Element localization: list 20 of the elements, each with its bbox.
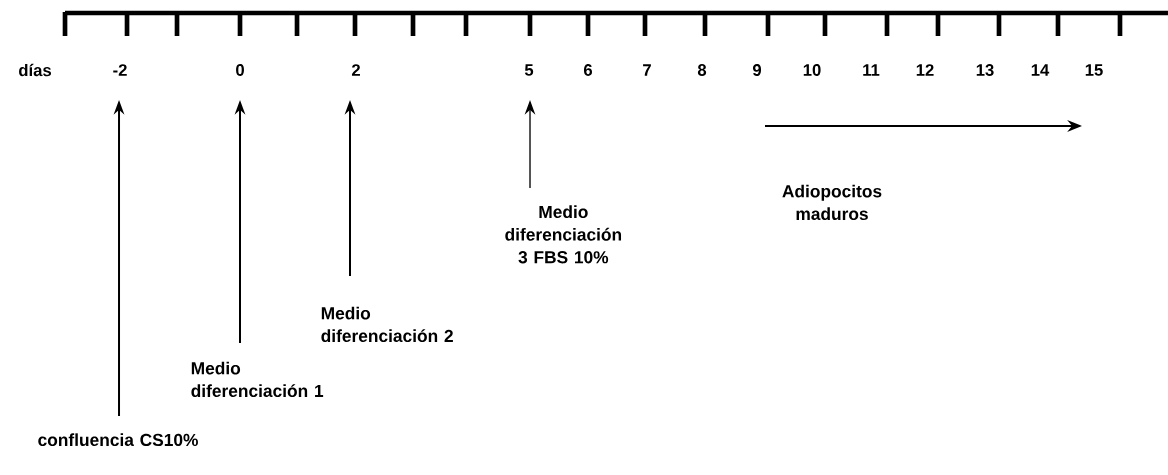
day-number: 12: [916, 64, 934, 76]
day-number: 6: [584, 64, 593, 76]
step-label: Medio diferenciación 2: [321, 306, 453, 343]
day-number: 10: [803, 64, 821, 76]
step-label: confluencia CS10%: [38, 433, 198, 447]
day-number: días: [19, 63, 51, 77]
day-number: 14: [1031, 64, 1050, 76]
day-number: 13: [976, 64, 994, 76]
step-label: Medio diferenciación 3 FBS 10%: [505, 205, 621, 264]
day-number: 5: [524, 64, 534, 76]
day-number: -2: [113, 64, 127, 76]
step-label: Medio diferenciación 1: [191, 361, 324, 398]
day-number: 8: [697, 64, 707, 76]
day-number: 2: [351, 64, 360, 76]
day-number: 7: [643, 64, 651, 76]
step-label: Adiopocitos maduros: [782, 184, 882, 221]
day-number: 9: [752, 64, 761, 76]
day-number: 11: [863, 64, 880, 76]
day-number: 0: [236, 64, 244, 76]
day-number: 15: [1085, 64, 1103, 76]
